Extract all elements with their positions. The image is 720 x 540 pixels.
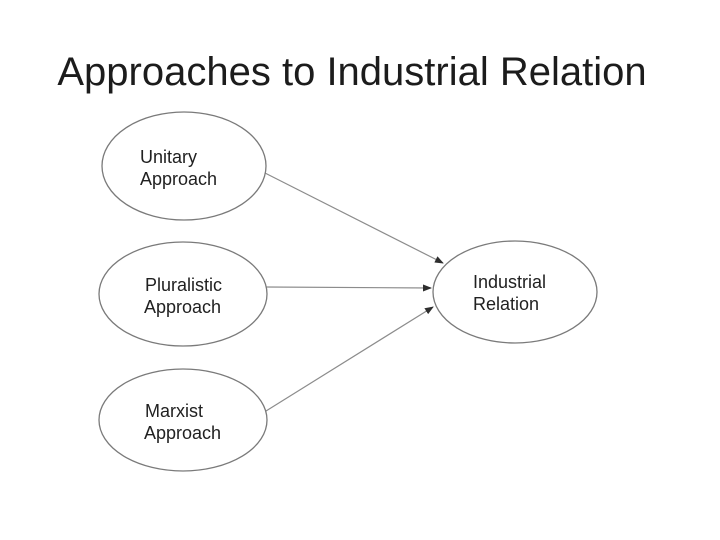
node-unitary-approach-label-line1: Unitary (140, 147, 197, 167)
node-industrial-relation-label-line1: Industrial (473, 272, 546, 292)
node-pluralistic-approach-label-line2: Approach (144, 297, 221, 317)
node-marxist-approach-shape (98, 368, 268, 472)
edges-layer (264, 172, 444, 412)
edge-unitary-to-industrial (264, 172, 444, 264)
edge-pluralistic-to-industrial (264, 284, 432, 292)
node-unitary-approach: Unitary Approach (101, 111, 267, 221)
node-unitary-approach-label-line2: Approach (140, 169, 217, 189)
node-marxist-approach: Marxist Approach (98, 368, 268, 472)
node-pluralistic-approach-label-line1: Pluralistic (145, 275, 222, 295)
node-industrial-relation-shape (432, 240, 598, 344)
edge-marxist-to-industrial (265, 306, 434, 412)
slide-title: Approaches to Industrial Relation (57, 50, 646, 94)
node-pluralistic-approach-shape (98, 241, 268, 347)
node-pluralistic-approach: Pluralistic Approach (98, 241, 268, 347)
node-marxist-approach-label-line2: Approach (144, 423, 221, 443)
node-marxist-approach-label-line1: Marxist (145, 401, 203, 421)
node-industrial-relation: Industrial Relation (432, 240, 598, 344)
node-industrial-relation-label-line2: Relation (473, 294, 539, 314)
node-unitary-approach-shape (101, 111, 267, 221)
